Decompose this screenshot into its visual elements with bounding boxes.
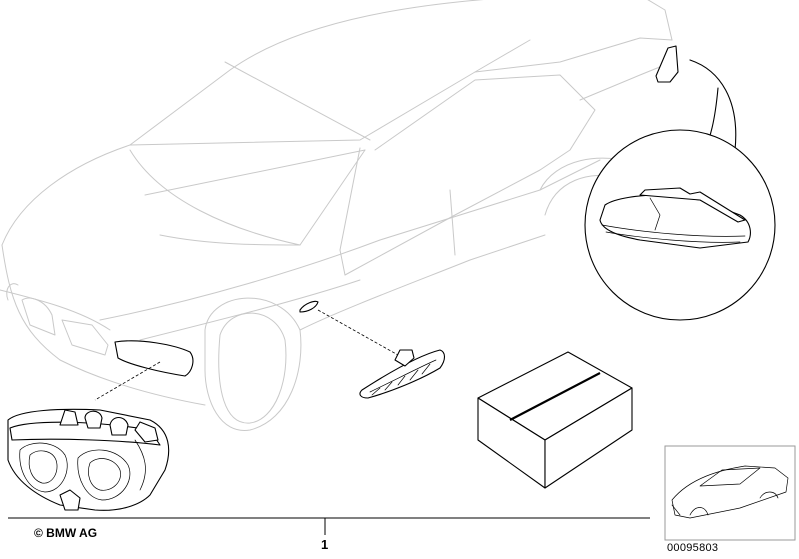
part-number-label: 1 [321, 537, 329, 552]
kit-box-icon [477, 351, 633, 489]
vehicle-thumbnail [664, 445, 796, 541]
headlight-position-marker [114, 340, 194, 377]
reference-code: 00095803 [667, 542, 719, 554]
side-marker-leader-line [317, 309, 399, 356]
rear-light-position-marker [655, 45, 679, 83]
headlight-leader-line [94, 361, 161, 401]
headlight-assembly-icon [7, 408, 170, 511]
copyright-text: © BMW AG [34, 526, 98, 540]
side-marker-position-marker [299, 300, 319, 313]
rear-light-icon [599, 187, 751, 249]
side-marker-light-icon [359, 349, 446, 399]
